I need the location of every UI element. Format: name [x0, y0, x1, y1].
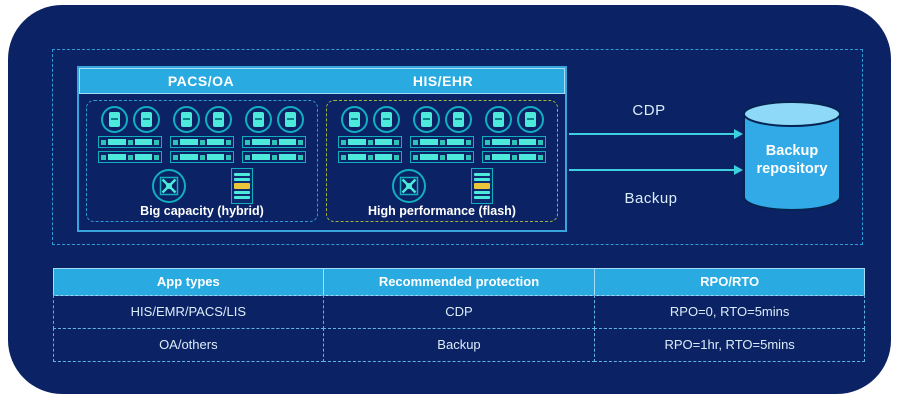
table-cell: HIS/EMR/PACS/LIS — [52, 294, 325, 329]
his-caption: High performance (flash) — [368, 204, 516, 218]
his-infra-icons — [333, 168, 551, 204]
server-icon — [444, 106, 472, 133]
server-icon — [372, 106, 400, 133]
server-icon — [132, 106, 160, 133]
storage-rack-icon — [242, 151, 306, 163]
storage-rack-icon — [170, 151, 234, 163]
storage-rack-icon — [338, 151, 402, 163]
pacs-caption: Big capacity (hybrid) — [140, 204, 264, 218]
backup-repository: Backup repository — [742, 100, 842, 212]
repository-label: Backup repository — [756, 143, 828, 178]
server-group — [97, 106, 163, 163]
pacs-infra-icons — [93, 168, 311, 204]
server-group — [337, 106, 403, 163]
storage-array-icon — [471, 168, 493, 204]
server-icon — [484, 106, 512, 133]
server-group — [241, 106, 307, 163]
systems-header-band: PACS/OA HIS/EHR — [79, 68, 565, 94]
storage-rack-icon — [410, 151, 474, 163]
storage-rack-icon — [98, 151, 162, 163]
server-icon — [172, 106, 200, 133]
server-icon — [100, 106, 128, 133]
database-cylinder-icon — [743, 101, 841, 211]
his-ehr-header: HIS/EHR — [412, 73, 474, 89]
storage-rack-icon — [482, 151, 546, 163]
backup-flow-label: Backup — [624, 190, 678, 207]
slide-panel: PACS/OA HIS/EHR — [8, 5, 891, 394]
server-group — [409, 106, 475, 163]
server-icon — [516, 106, 544, 133]
storage-rack-icon — [338, 136, 402, 148]
cdp-flow-label: CDP — [632, 102, 666, 119]
production-systems-box: PACS/OA HIS/EHR — [77, 66, 567, 232]
pacs-server-groups — [93, 106, 311, 163]
server-icon — [244, 106, 272, 133]
server-group — [481, 106, 547, 163]
server-icon — [276, 106, 304, 133]
backup-arrow — [569, 165, 743, 175]
server-icon — [412, 106, 440, 133]
cdp-arrow — [569, 129, 743, 139]
table-header-protection: Recommended protection — [323, 267, 595, 296]
pacs-oa-cluster: Big capacity (hybrid) — [86, 100, 318, 222]
his-server-groups — [333, 106, 551, 163]
san-switch-icon — [152, 169, 186, 203]
table-header-rpo-rto: RPO/RTO — [593, 267, 866, 296]
server-icon — [204, 106, 232, 133]
architecture-region: PACS/OA HIS/EHR — [52, 49, 863, 245]
storage-array-icon — [231, 168, 253, 204]
storage-rack-icon — [410, 136, 474, 148]
table-header-app-types: App types — [52, 267, 325, 296]
table-cell: OA/others — [52, 327, 325, 362]
table-cell: CDP — [323, 294, 595, 329]
storage-rack-icon — [170, 136, 234, 148]
table-cell: RPO=0, RTO=5mins — [593, 294, 866, 329]
storage-rack-icon — [482, 136, 546, 148]
protection-table: App types Recommended protection RPO/RTO… — [52, 267, 866, 362]
server-group — [169, 106, 235, 163]
table-cell: RPO=1hr, RTO=5mins — [593, 327, 866, 362]
storage-rack-icon — [98, 136, 162, 148]
storage-rack-icon — [242, 136, 306, 148]
server-icon — [340, 106, 368, 133]
clusters: Big capacity (hybrid) — [79, 94, 565, 228]
pacs-oa-header: PACS/OA — [167, 73, 235, 89]
san-switch-icon — [392, 169, 426, 203]
table-cell: Backup — [323, 327, 595, 362]
his-ehr-cluster: High performance (flash) — [326, 100, 558, 222]
